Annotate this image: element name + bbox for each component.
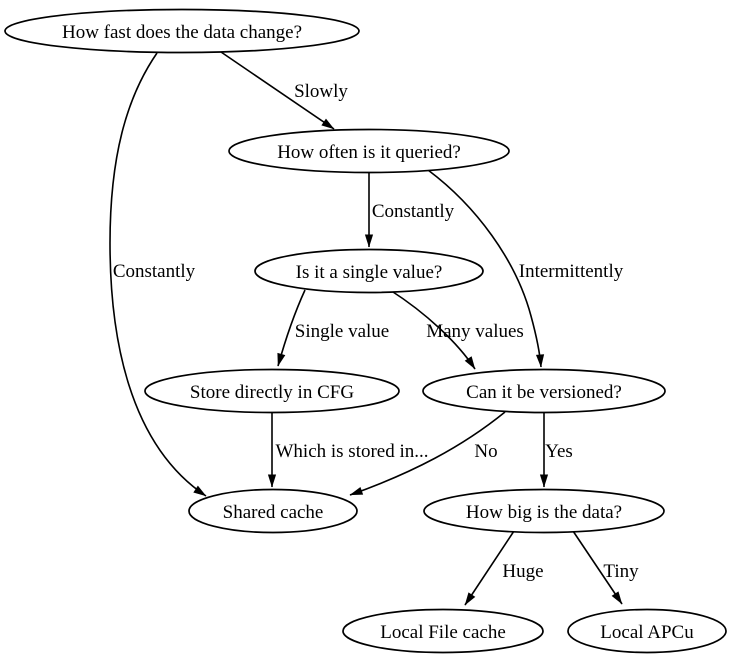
node-label-versioned-question: Can it be versioned? xyxy=(466,382,622,403)
edge-label-many-values: Many values xyxy=(426,321,524,342)
node-ellipse-how-big xyxy=(423,488,665,534)
edge-line-constantly-left xyxy=(109,52,207,497)
edge-line-slowly xyxy=(220,51,335,130)
edge-label-no: No xyxy=(474,441,497,462)
node-can-it-be-versioned: Can it be versioned? xyxy=(422,368,666,414)
node-ellipse-shared-cache xyxy=(188,488,358,534)
edge-intermittently: Intermittently xyxy=(427,169,624,368)
node-label-local-apcu: Local APCu xyxy=(600,622,694,643)
node-local-apcu: Local APCu xyxy=(567,608,727,654)
node-label-how-fast: How fast does the data change? xyxy=(62,22,302,43)
node-local-file-cache: Local File cache xyxy=(342,608,544,654)
node-how-big-is-the-data: How big is the data? xyxy=(423,488,665,534)
node-how-often-is-it-queried: How often is it queried? xyxy=(228,128,510,174)
node-label-how-big: How big is the data? xyxy=(466,502,622,523)
edge-line-no xyxy=(349,411,506,496)
node-ellipse-versioned-question xyxy=(422,368,666,414)
edge-label-single-value: Single value xyxy=(295,321,389,342)
node-label-how-often: How often is it queried? xyxy=(277,142,461,163)
edge-line-single-value xyxy=(277,289,306,367)
node-store-directly-in-cfg: Store directly in CFG xyxy=(144,368,400,414)
edge-label-yes: Yes xyxy=(545,441,573,462)
edge-no: No xyxy=(349,411,506,496)
edge-tiny: Tiny xyxy=(572,530,639,605)
edge-label-constantly-left: Constantly xyxy=(113,261,196,282)
node-is-it-a-single-value: Is it a single value? xyxy=(254,248,484,294)
node-how-fast-does-the-data-change: How fast does the data change? xyxy=(4,8,360,54)
edge-line-huge xyxy=(464,530,515,606)
edge-line-tiny xyxy=(572,530,623,605)
edge-label-constantly-mid: Constantly xyxy=(372,201,455,222)
edge-label-tiny: Tiny xyxy=(603,561,639,582)
edge-single-value: Single value xyxy=(277,289,389,367)
node-shared-cache: Shared cache xyxy=(188,488,358,534)
node-label-local-file-cache: Local File cache xyxy=(380,622,506,643)
node-ellipse-store-cfg xyxy=(144,368,400,414)
edge-many-values: Many values xyxy=(389,289,524,370)
edge-label-slowly: Slowly xyxy=(294,81,348,102)
edge-constantly-to-single-value: Constantly xyxy=(364,173,455,248)
node-label-single-value-question: Is it a single value? xyxy=(296,262,443,283)
node-ellipse-how-often xyxy=(228,128,510,174)
node-ellipse-single-value-question xyxy=(254,248,484,294)
edge-yes: Yes xyxy=(539,413,573,488)
node-ellipse-local-apcu xyxy=(567,608,727,654)
node-ellipse-how-fast xyxy=(4,8,360,54)
edge-line-many-values xyxy=(389,289,476,370)
edge-label-which-is-stored-in: Which is stored in... xyxy=(275,441,428,462)
edge-label-intermittently: Intermittently xyxy=(519,261,624,282)
edge-which-is-stored-in: Which is stored in... xyxy=(267,413,429,488)
node-label-store-cfg: Store directly in CFG xyxy=(190,382,354,403)
edge-huge: Huge xyxy=(464,530,544,606)
edge-constantly-to-shared-cache: Constantly xyxy=(109,52,207,497)
edge-label-huge: Huge xyxy=(502,561,543,582)
edge-line-intermittently xyxy=(427,169,545,368)
node-label-shared-cache: Shared cache xyxy=(223,502,324,523)
edge-slowly: Slowly xyxy=(220,51,348,130)
node-ellipse-local-file-cache xyxy=(342,608,544,654)
